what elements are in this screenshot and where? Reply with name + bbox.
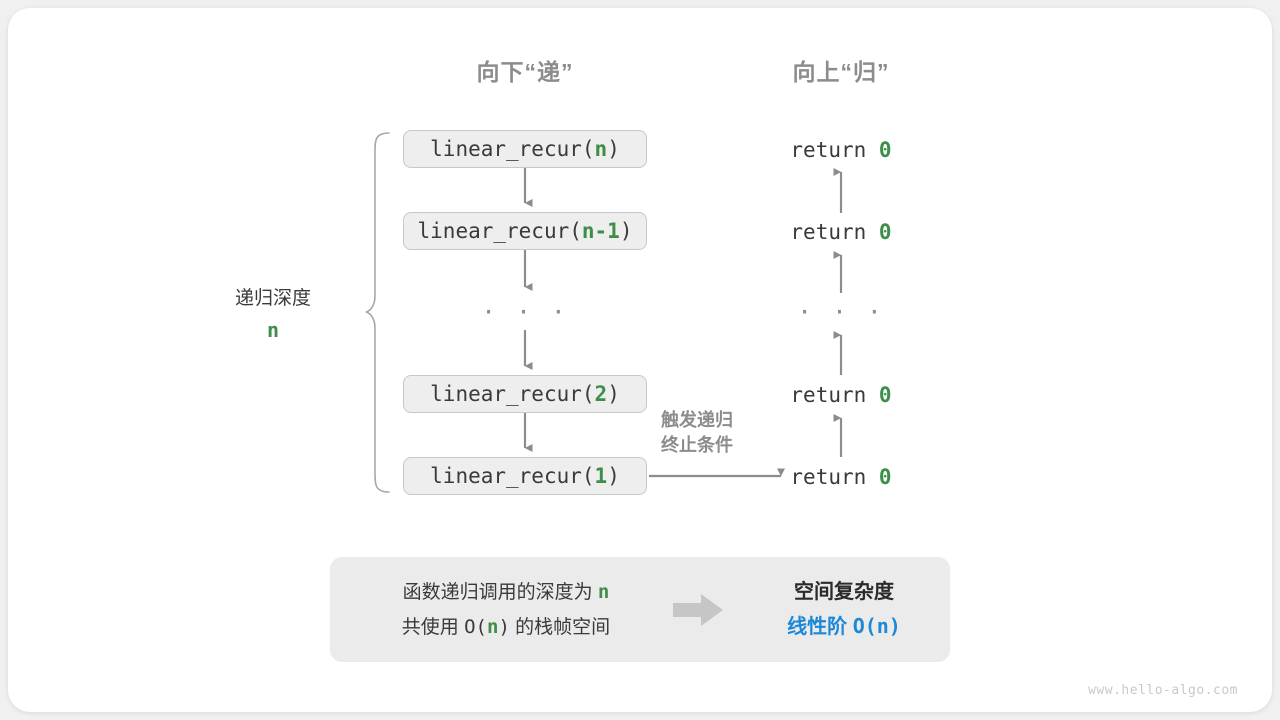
summary-line2-text: 共使用 — [401, 616, 459, 638]
column-header-descend: 向下“递” — [476, 59, 574, 85]
summary-panel: 函数递归调用的深度为 n 共使用 O(n) 的栈帧空间 空间复杂度 线性阶 O(… — [330, 557, 950, 662]
summary-line2-open: O( — [464, 615, 487, 638]
summary-description: 函数递归调用的深度为 n 共使用 O(n) 的栈帧空间 — [330, 575, 660, 645]
return-value: 0 — [878, 138, 892, 162]
return-keyword: return — [790, 220, 867, 244]
call-frame-arg: n — [594, 137, 608, 161]
call-frame-prefix: linear_recur( — [430, 137, 595, 161]
summary-line2-close: ) — [498, 615, 510, 638]
recursion-depth-value: n — [266, 318, 280, 342]
call-frame-suffix: ) — [607, 137, 620, 161]
return-value: 0 — [878, 383, 892, 407]
return-keyword: return — [790, 138, 867, 162]
summary-line2-n: n — [486, 615, 499, 638]
call-frame-box: linear_recur(n) — [403, 130, 647, 168]
call-frame-box: linear_recur(n-1) — [403, 212, 647, 250]
call-frame-suffix: ) — [619, 219, 633, 243]
summary-line1-text: 函数递归调用的深度为 — [402, 581, 593, 603]
return-statement: return 0 — [790, 465, 891, 489]
return-statement: return 0 — [790, 383, 891, 407]
implies-arrow-icon — [660, 593, 738, 627]
summary-line-2: 共使用 O(n) 的栈帧空间 — [352, 610, 660, 645]
return-keyword: return — [790, 465, 867, 489]
watermark: www.hello-algo.com — [1088, 683, 1238, 698]
summary-conclusion: 空间复杂度 线性阶 O(n) — [738, 575, 950, 644]
terminate-condition-label: 触发递归 终止条件 — [661, 408, 733, 458]
call-frame-box: linear_recur(1) — [403, 457, 647, 495]
call-frame-prefix: linear_recur( — [430, 382, 595, 406]
call-frame-box: linear_recur(2) — [403, 375, 647, 413]
call-frame-prefix: linear_recur( — [417, 219, 582, 243]
complexity-order-label: 线性阶 — [787, 616, 848, 638]
recursion-depth-label: 递归深度 — [234, 288, 312, 309]
column-header-ascend: 向上“归” — [792, 59, 890, 85]
ellipsis-descend: · · · — [481, 298, 569, 326]
call-frame-suffix: ) — [607, 464, 620, 488]
summary-line2-tail: 的栈帧空间 — [515, 616, 611, 638]
return-statement: return 0 — [790, 220, 891, 244]
call-frame-arg: 2 — [594, 382, 608, 406]
ellipsis-ascend: · · · — [797, 298, 885, 326]
summary-line-1: 函数递归调用的深度为 n — [352, 575, 660, 610]
space-complexity-value: 线性阶 O(n) — [738, 609, 950, 644]
complexity-notation: O(n) — [852, 614, 901, 638]
call-frame-arg: 1 — [594, 464, 608, 488]
space-complexity-title: 空间复杂度 — [794, 581, 894, 603]
terminate-condition-line2: 终止条件 — [661, 435, 733, 455]
terminate-condition-line1: 触发递归 — [661, 410, 733, 430]
return-value: 0 — [878, 465, 892, 489]
summary-line1-n: n — [597, 580, 610, 603]
return-keyword: return — [790, 383, 867, 407]
call-frame-suffix: ) — [607, 382, 620, 406]
call-frame-arg: n-1 — [581, 219, 620, 243]
call-frame-prefix: linear_recur( — [430, 464, 595, 488]
return-value: 0 — [878, 220, 892, 244]
return-statement: return 0 — [790, 138, 891, 162]
